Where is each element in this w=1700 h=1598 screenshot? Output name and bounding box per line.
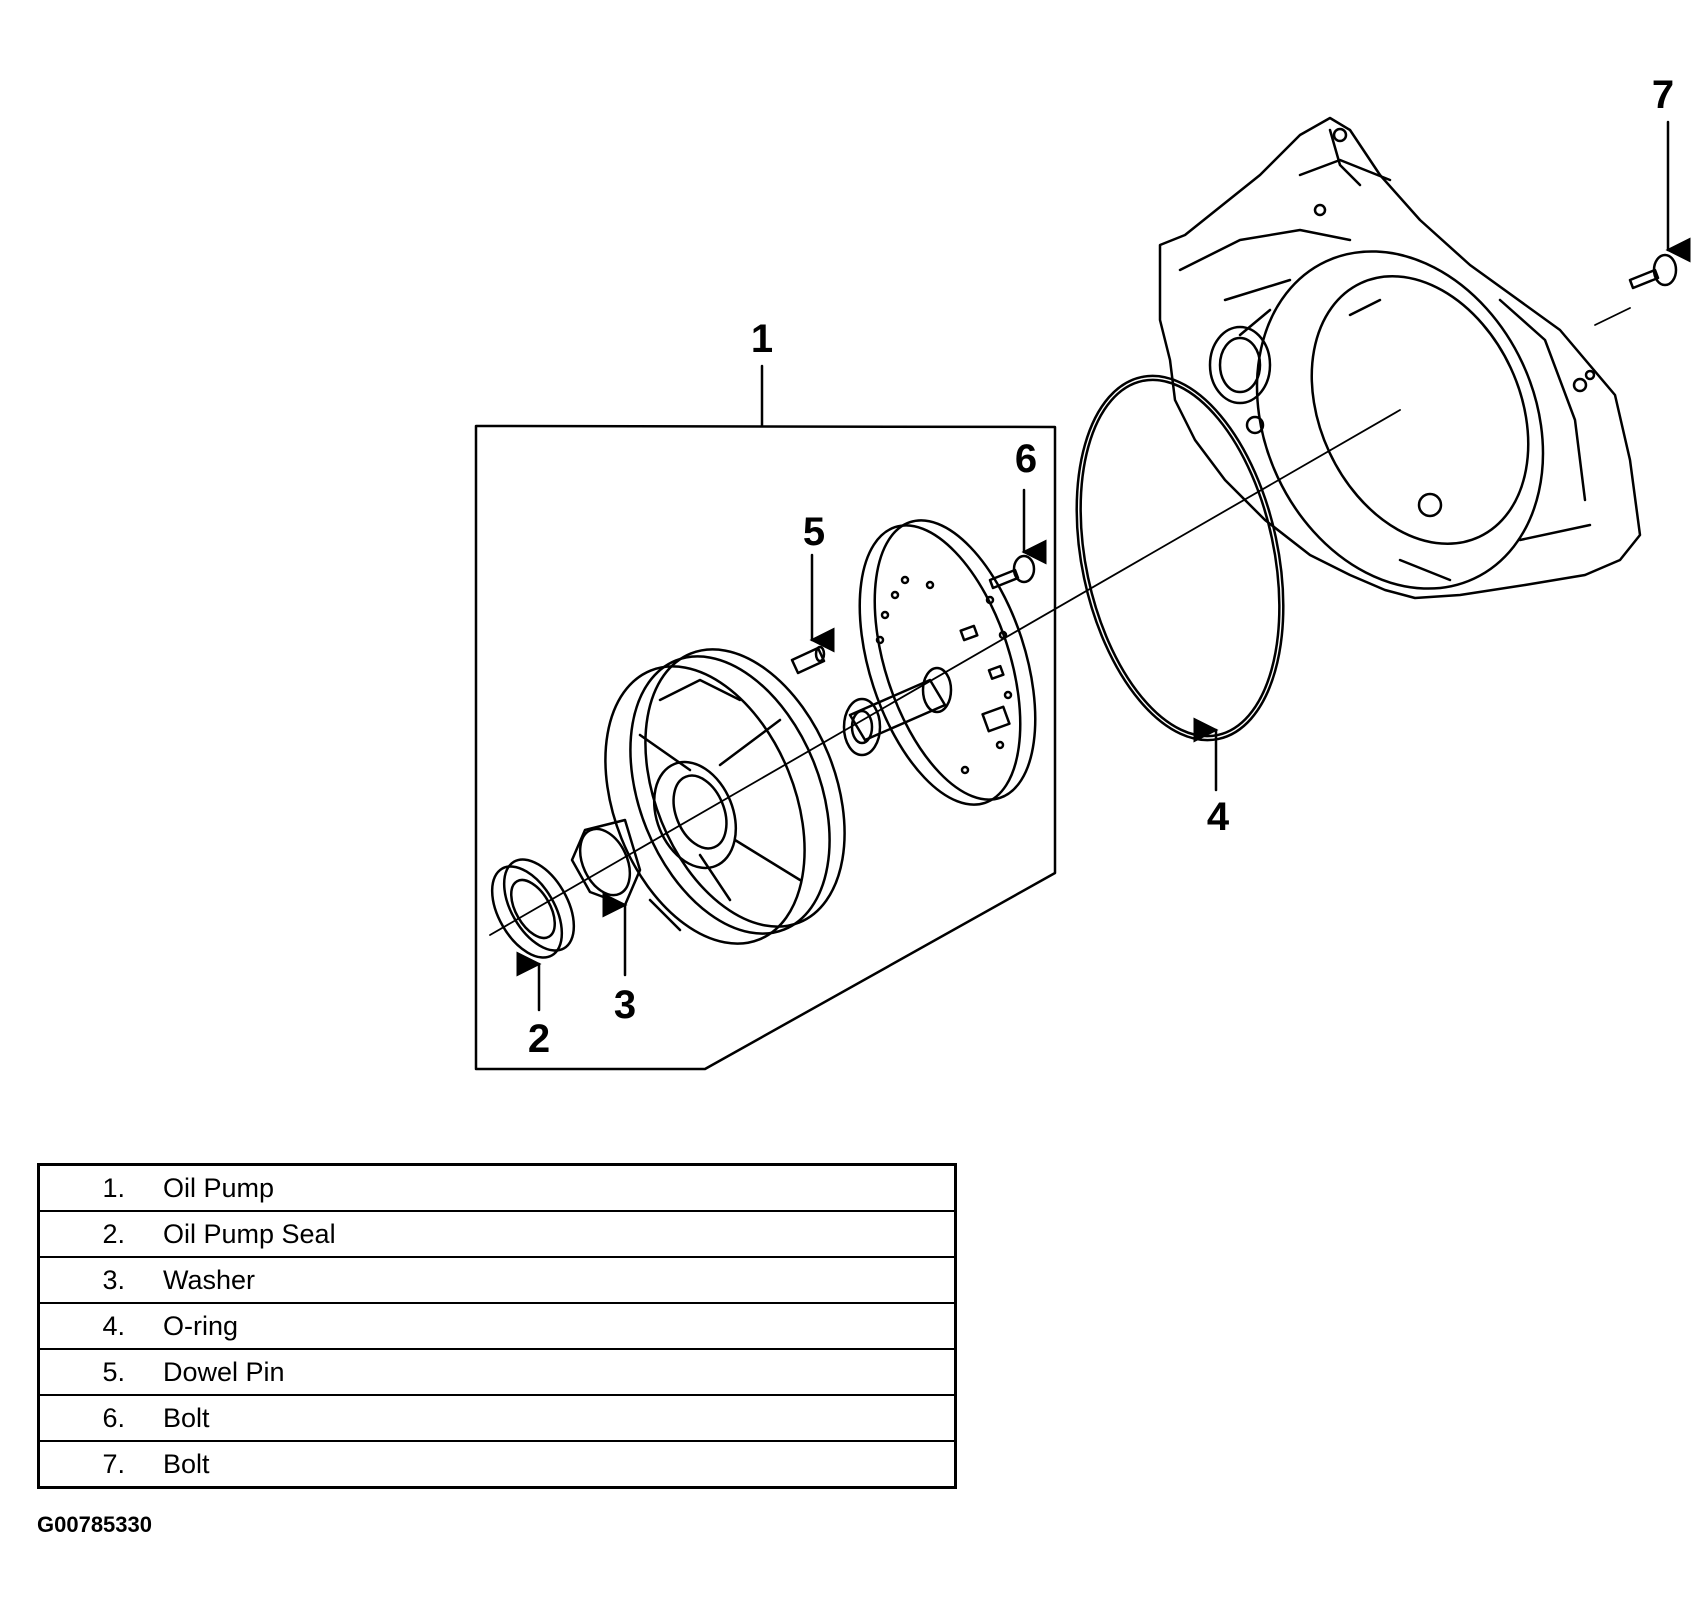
legend-part-name: Dowel Pin: [125, 1349, 956, 1396]
legend-row: 6. Bolt: [38, 1395, 956, 1442]
callout-4: 4: [1207, 795, 1230, 839]
o-ring: [1075, 374, 1285, 742]
legend-number: 4.: [38, 1303, 125, 1350]
callout-1: 1: [751, 317, 773, 361]
legend-part-name: Bolt: [125, 1395, 956, 1442]
legend-part-name: Bolt: [163, 1448, 210, 1479]
callout-7: 7: [1652, 73, 1674, 117]
legend-number: 3.: [38, 1257, 125, 1304]
parts-legend-table: 1. Oil Pump 2. Oil Pump Seal 3. Washer 4…: [37, 1163, 957, 1489]
callout-6: 6: [1015, 437, 1037, 481]
legend-number: 1.: [38, 1164, 125, 1212]
dowel-pin: [790, 645, 826, 675]
legend-part-name: Oil Pump Seal: [125, 1211, 956, 1258]
legend-row: 4. O-ring: [38, 1303, 956, 1350]
oil-pump-seal: [490, 858, 576, 959]
callout-3: 3: [614, 983, 636, 1027]
legend-part-name: Washer: [125, 1257, 956, 1304]
legend-row: 5. Dowel Pin: [38, 1349, 956, 1396]
washer: [570, 818, 642, 907]
callout-2: 2: [528, 1017, 550, 1061]
legend-number: 7.: [102, 1448, 125, 1479]
legend-number: 2.: [38, 1211, 125, 1258]
oil-pump-group-outline: [474, 424, 1057, 1071]
oil-pump-cover: [842, 519, 1037, 806]
transaxle-case: [1158, 116, 1642, 600]
legend-part-name: O-ring: [125, 1303, 956, 1350]
legend-row: 2. Oil Pump Seal: [38, 1211, 956, 1258]
exploded-view-diagram: 1 2 3 4 5 6 7: [474, 73, 1691, 1071]
legend-row: 7. Bolt: [39, 1441, 956, 1488]
figure-id: G00785330: [37, 1512, 152, 1537]
legend-number: 6.: [38, 1395, 125, 1442]
legend-row: 1. Oil Pump: [38, 1164, 956, 1212]
legend-row: 3. Washer: [38, 1257, 956, 1304]
callout-5: 5: [803, 510, 825, 554]
legend-part-name: Oil Pump: [125, 1164, 956, 1212]
legend-number: 5.: [38, 1349, 125, 1396]
oil-pump-body: [604, 648, 846, 945]
bolt-7: [1594, 253, 1678, 326]
